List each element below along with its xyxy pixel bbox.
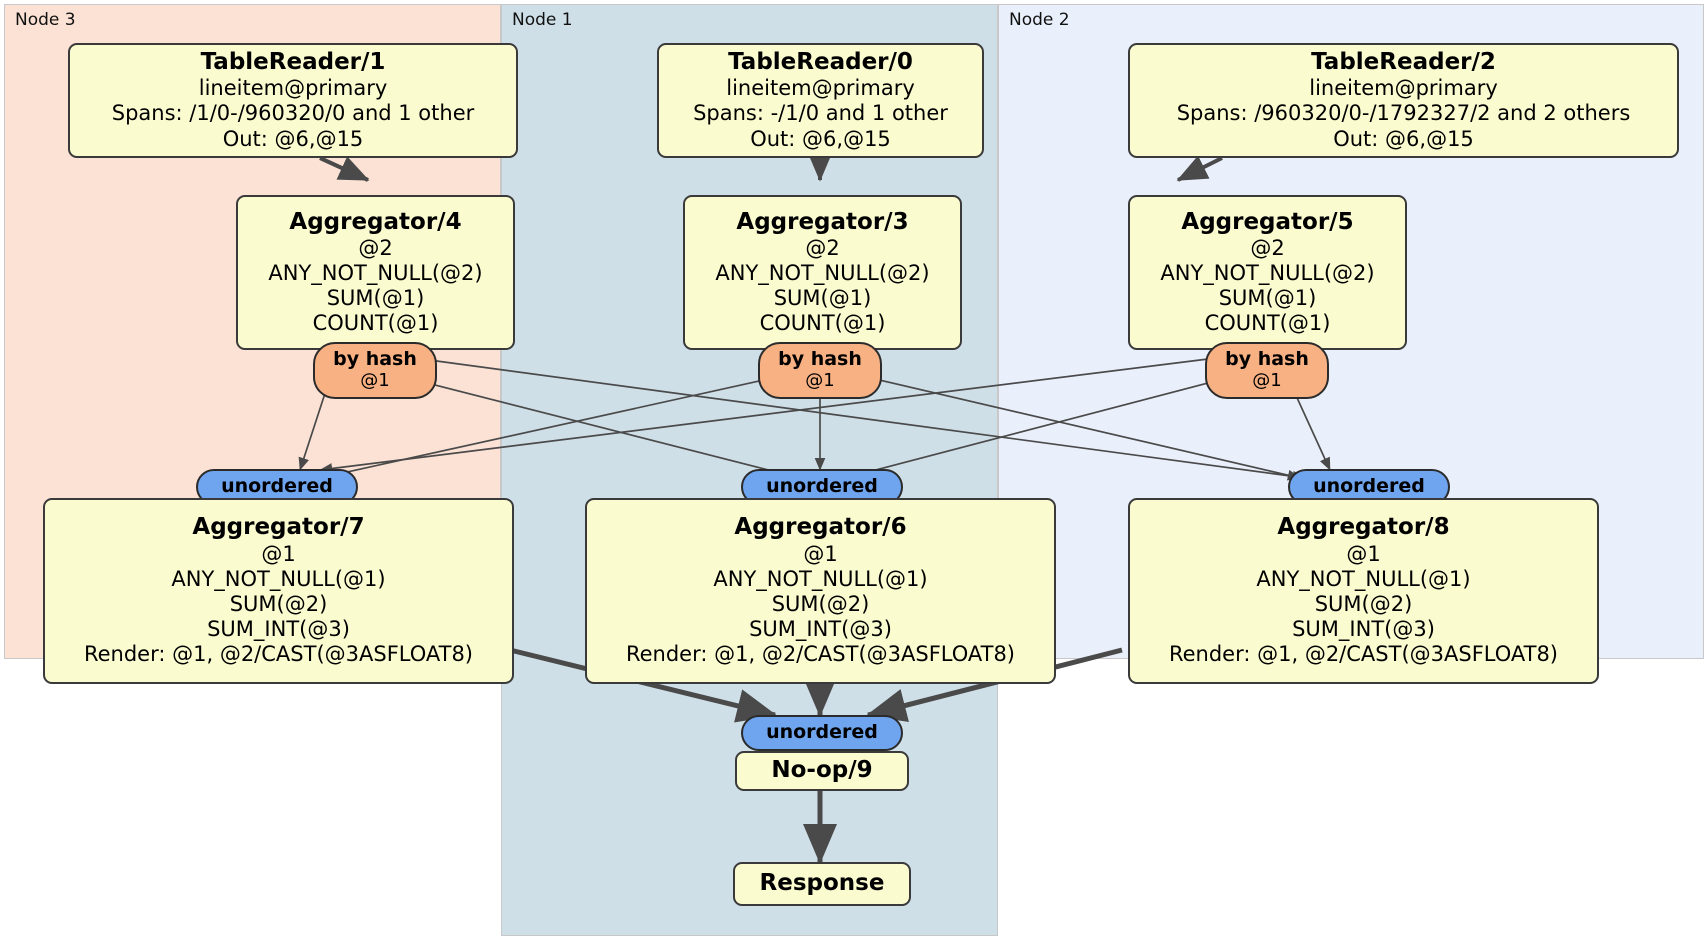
- box-line: ANY_NOT_NULL(@2): [268, 260, 483, 285]
- box-line: SUM(@1): [326, 286, 425, 311]
- box-line: ANY_NOT_NULL(@1): [1256, 566, 1471, 591]
- pill-title: unordered: [1313, 475, 1425, 498]
- box-aggregator-3[interactable]: Aggregator/3 @2 ANY_NOT_NULL(@2) SUM(@1)…: [683, 195, 962, 350]
- box-title: TableReader/0: [728, 49, 913, 76]
- pill-subtitle: @1: [805, 370, 835, 392]
- box-line: Render: @1, @2/CAST(@3ASFLOAT8): [625, 642, 1016, 667]
- box-aggregator-8[interactable]: Aggregator/8 @1 ANY_NOT_NULL(@1) SUM(@2)…: [1128, 498, 1599, 684]
- box-line: Render: @1, @2/CAST(@3ASFLOAT8): [1168, 642, 1559, 667]
- box-line: Spans: /1/0-/960320/0 and 1 other: [111, 101, 475, 126]
- box-line: lineitem@primary: [198, 76, 388, 101]
- pill-subtitle: @1: [360, 370, 390, 392]
- box-line: COUNT(@1): [759, 311, 886, 336]
- box-aggregator-6[interactable]: Aggregator/6 @1 ANY_NOT_NULL(@1) SUM(@2)…: [585, 498, 1056, 684]
- box-line: SUM_INT(@3): [749, 617, 892, 642]
- box-tablereader-0[interactable]: TableReader/0 lineitem@primary Spans: -/…: [657, 43, 984, 158]
- pill-by-hash-mid[interactable]: by hash @1: [758, 342, 882, 399]
- pill-title: unordered: [221, 475, 333, 498]
- box-title: Aggregator/7: [192, 514, 365, 541]
- box-line: COUNT(@1): [312, 311, 439, 336]
- box-line: @1: [1346, 541, 1381, 566]
- box-no-op-9[interactable]: No-op/9: [735, 751, 909, 791]
- box-line: ANY_NOT_NULL(@2): [1160, 260, 1375, 285]
- node-panel-label-node2: Node 2: [1009, 10, 1070, 30]
- box-line: lineitem@primary: [1309, 76, 1498, 101]
- pill-title: by hash: [333, 348, 417, 371]
- pill-subtitle: @1: [1252, 370, 1282, 392]
- box-line: Spans: -/1/0 and 1 other: [693, 101, 948, 126]
- pill-by-hash-left[interactable]: by hash @1: [313, 342, 437, 399]
- box-line: @2: [358, 235, 393, 260]
- box-line: COUNT(@1): [1204, 311, 1331, 336]
- box-line: ANY_NOT_NULL(@2): [715, 260, 930, 285]
- box-line: @1: [261, 541, 296, 566]
- box-title: Response: [759, 870, 885, 897]
- box-tablereader-1[interactable]: TableReader/1 lineitem@primary Spans: /1…: [68, 43, 518, 158]
- box-response[interactable]: Response: [733, 862, 911, 906]
- pill-unordered-final[interactable]: unordered: [741, 715, 903, 751]
- box-title: Aggregator/6: [734, 514, 907, 541]
- box-line: @1: [803, 541, 838, 566]
- box-line: @2: [1250, 235, 1285, 260]
- box-line: Spans: /960320/0-/1792327/2 and 2 others: [1176, 101, 1631, 126]
- box-title: TableReader/2: [1311, 49, 1496, 76]
- box-line: lineitem@primary: [726, 76, 915, 101]
- box-title: No-op/9: [771, 757, 873, 784]
- box-aggregator-7[interactable]: Aggregator/7 @1 ANY_NOT_NULL(@1) SUM(@2)…: [43, 498, 514, 684]
- box-line: Out: @6,@15: [750, 126, 891, 151]
- box-tablereader-2[interactable]: TableReader/2 lineitem@primary Spans: /9…: [1128, 43, 1679, 158]
- box-line: SUM(@2): [229, 591, 328, 616]
- box-line: SUM(@1): [773, 286, 872, 311]
- box-line: SUM(@1): [1218, 286, 1317, 311]
- pill-title: unordered: [766, 475, 878, 498]
- pill-by-hash-right[interactable]: by hash @1: [1205, 342, 1329, 399]
- box-title: Aggregator/4: [289, 208, 462, 235]
- pill-title: by hash: [1225, 348, 1309, 371]
- box-line: SUM_INT(@3): [207, 617, 350, 642]
- box-aggregator-5[interactable]: Aggregator/5 @2 ANY_NOT_NULL(@2) SUM(@1)…: [1128, 195, 1407, 350]
- box-title: Aggregator/5: [1181, 208, 1354, 235]
- box-title: TableReader/1: [200, 49, 386, 76]
- pill-title: unordered: [766, 721, 878, 744]
- box-line: SUM(@2): [1314, 591, 1413, 616]
- box-title: Aggregator/8: [1277, 514, 1450, 541]
- box-line: Out: @6,@15: [1333, 126, 1474, 151]
- box-line: Render: @1, @2/CAST(@3ASFLOAT8): [83, 642, 474, 667]
- box-title: Aggregator/3: [736, 208, 909, 235]
- box-line: SUM(@2): [771, 591, 870, 616]
- box-line: ANY_NOT_NULL(@1): [713, 566, 928, 591]
- pill-title: by hash: [778, 348, 862, 371]
- node-panel-label-node1: Node 1: [512, 10, 573, 30]
- box-line: SUM_INT(@3): [1292, 617, 1435, 642]
- box-line: @2: [805, 235, 840, 260]
- node-panel-label-node3: Node 3: [15, 10, 76, 30]
- box-line: ANY_NOT_NULL(@1): [171, 566, 386, 591]
- box-aggregator-4[interactable]: Aggregator/4 @2 ANY_NOT_NULL(@2) SUM(@1)…: [236, 195, 515, 350]
- box-line: Out: @6,@15: [222, 126, 364, 151]
